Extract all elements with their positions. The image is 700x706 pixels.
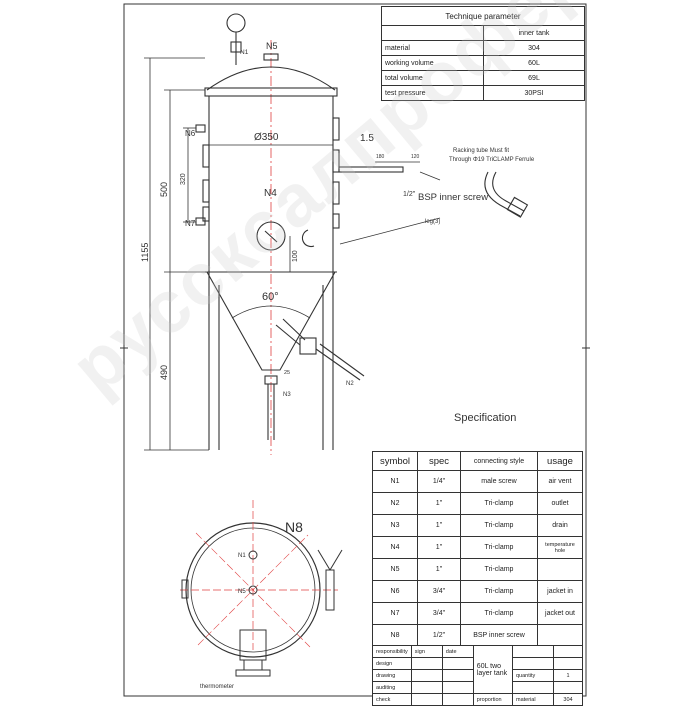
dim-body-height: 500 [159, 182, 169, 197]
label-n2: N2 [346, 381, 354, 387]
dim-thickness: 1.5 [360, 133, 374, 144]
top-flange [204, 87, 338, 97]
label-n7: N7 [185, 219, 196, 228]
dim-cone-angle: 60° [262, 291, 279, 303]
dim-180: 180 [376, 154, 385, 160]
top-label-n8: N8 [285, 519, 303, 535]
bsp-label: BSP inner screw [418, 192, 488, 203]
dim-leg-height: 490 [159, 365, 169, 380]
dim-diameter: Ø350 [254, 132, 279, 143]
label-n4: N4 [264, 188, 277, 199]
top-label-n5: N5 [238, 589, 246, 595]
label-n5: N5 [266, 41, 278, 51]
dim-25: 25 [284, 370, 290, 376]
dim-jacket-height: 320 [180, 173, 187, 185]
racking-note-2: Through Φ19 TriCLAMP Ferrule [449, 157, 535, 163]
top-label-n1: N1 [238, 553, 246, 559]
param-title: Technique parameter [381, 6, 585, 26]
param-column-header: inner tank [483, 25, 585, 41]
title-block: responsibility sign date 60L two layer t… [372, 645, 583, 706]
spec-title: Specification [454, 412, 516, 424]
label-n1: N1 [240, 49, 249, 56]
sheet-frame [123, 3, 587, 697]
height-dimensions [144, 57, 420, 451]
bsp-fraction: 1/2" [403, 191, 416, 198]
tank-top-view [180, 500, 343, 677]
dim-100: 100 [292, 250, 299, 262]
racking-note-1: Racking tube Must fit [453, 148, 509, 154]
drawing-name: 60L two layer tank [472, 645, 514, 694]
leader-lines [339, 171, 441, 245]
dim-120: 120 [411, 154, 420, 160]
cone-angle-arc [231, 305, 311, 319]
label-n3: N3 [283, 392, 291, 398]
dim-total-height: 1155 [140, 243, 150, 262]
thermometer-label: thermometer [200, 684, 234, 690]
dome-top [206, 66, 336, 91]
conical-bottom [206, 271, 336, 371]
label-n6: N6 [185, 129, 196, 138]
leg-note: leg(3) [425, 219, 440, 225]
tank-front-view [195, 13, 529, 450]
spec-header-row: symbol spec connecting style usage [372, 451, 583, 471]
